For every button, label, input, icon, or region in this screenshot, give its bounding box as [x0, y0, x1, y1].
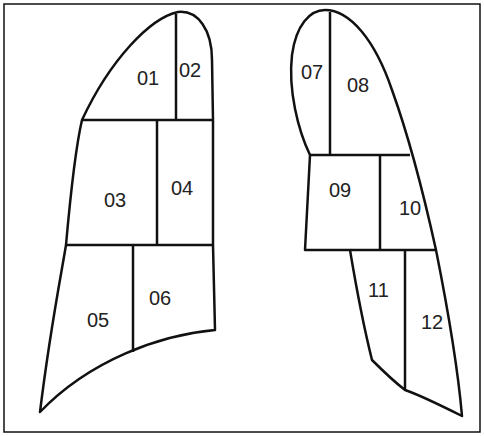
zone-number: 04: [171, 178, 193, 198]
zone-number: 07: [301, 62, 323, 82]
zone-number: 09: [329, 180, 351, 200]
zone-number: 03: [104, 190, 126, 210]
zone-number: 05: [87, 310, 109, 330]
zone-number: 12: [421, 312, 443, 332]
zone-number: 08: [347, 75, 369, 95]
zone-number: 01: [137, 68, 159, 88]
zone-number: 02: [179, 60, 201, 80]
zone-number: 11: [368, 280, 389, 300]
zone-number: 10: [399, 198, 421, 218]
zone-number: 06: [149, 288, 171, 308]
